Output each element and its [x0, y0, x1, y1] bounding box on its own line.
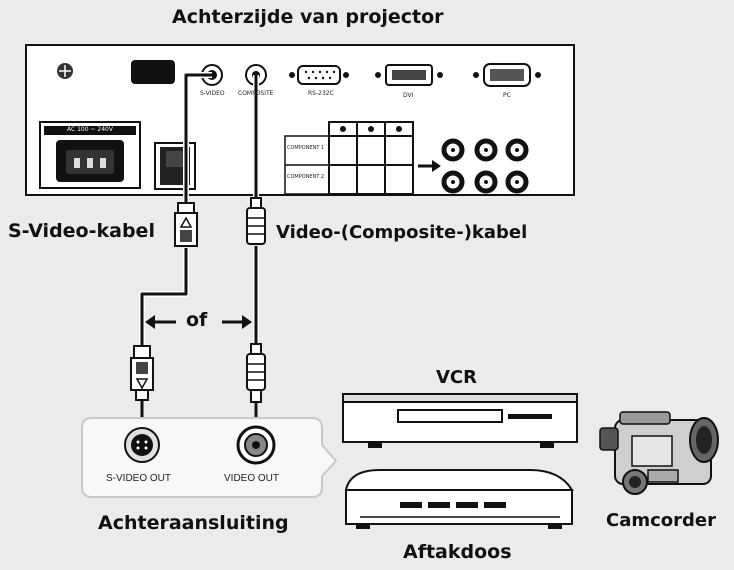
rs232c-port-icon	[289, 65, 349, 85]
pc-port-icon	[473, 63, 541, 87]
rs232c-port-label: RS-232C	[308, 90, 334, 97]
svideo-plug-bottom-icon	[130, 345, 154, 401]
video-cable-label: Video-(Composite-)kabel	[276, 222, 528, 243]
vcr-device-icon	[342, 393, 578, 448]
or-arrows-icon	[145, 315, 252, 329]
svideo-port-label: S-VIDEO	[200, 90, 225, 97]
svideo-out-jack-icon	[124, 427, 160, 463]
composite-port-label: COMPOSITE	[238, 90, 274, 97]
ir-window	[131, 60, 175, 84]
arrow-right-icon	[418, 160, 441, 172]
svideo-cable	[139, 72, 212, 430]
video-out-jack-icon	[236, 425, 276, 465]
pc-port-label: PC	[503, 92, 511, 99]
decoder-device-icon	[344, 469, 574, 529]
projector-rear-title: Achterzijde van projector	[172, 6, 444, 28]
svideo-plug-top-icon	[174, 202, 198, 247]
camcorder-device-icon	[599, 411, 719, 495]
rca-plug-top-icon	[246, 197, 266, 245]
component-input-grid	[284, 121, 414, 195]
component2-label: COMPONENT 2	[287, 174, 325, 180]
video-out-label: VIDEO OUT	[224, 473, 280, 484]
decoder-label: Aftakdoos	[403, 541, 512, 563]
svideo-cable-label: S-Video-kabel	[8, 220, 155, 242]
dvi-port-label: DVI	[403, 92, 414, 99]
camcorder-label: Camcorder	[606, 510, 716, 531]
component1-label: COMPONENT 1	[287, 145, 325, 151]
dvi-port-icon	[375, 64, 443, 86]
rear-connection-label: Achteraansluiting	[98, 512, 289, 534]
rca-plug-bottom-icon	[246, 343, 266, 403]
ac-port-label: AC 100 ~ 240V	[67, 126, 113, 133]
or-label: of	[186, 309, 208, 331]
svideo-out-label: S-VIDEO OUT	[106, 473, 172, 484]
rca-jacks-icon	[441, 138, 529, 194]
screw-icon	[57, 63, 73, 79]
ac-label-bar	[44, 126, 136, 135]
vcr-label: VCR	[436, 367, 478, 388]
rear-output-box	[81, 417, 338, 498]
